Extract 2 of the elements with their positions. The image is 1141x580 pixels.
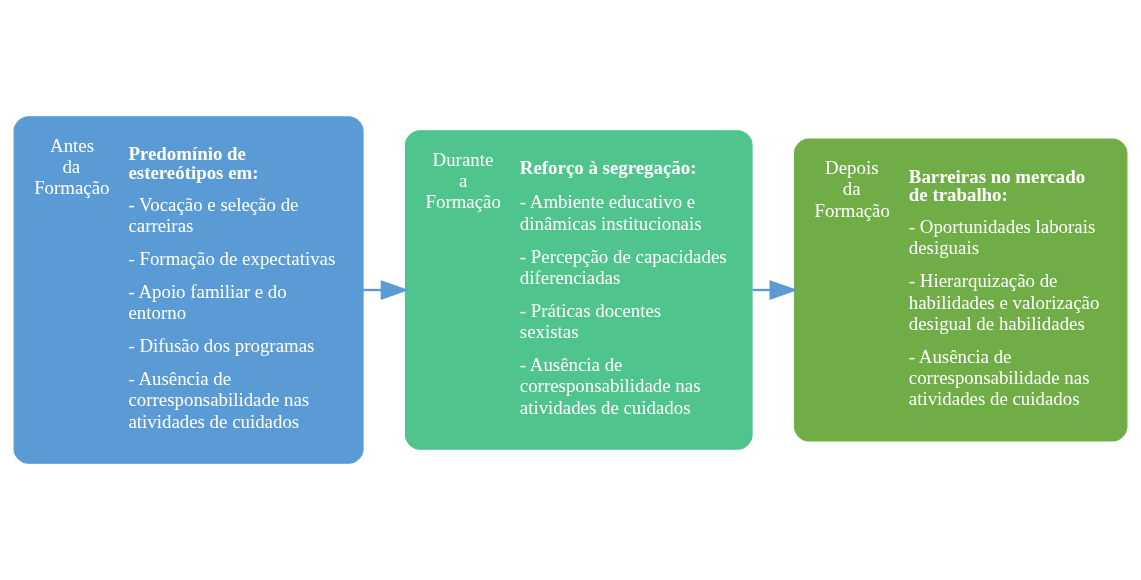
arrow	[363, 280, 409, 300]
node-box: Durante a Formação Reforço à segregação: - Ambiente educativo e dinâmicas institucionais - Percepção de capacidades diferenciadas - Práticas docentes sexistas - Ausência de corresponsabilidade nas atividades de cuidados	[404, 130, 753, 450]
